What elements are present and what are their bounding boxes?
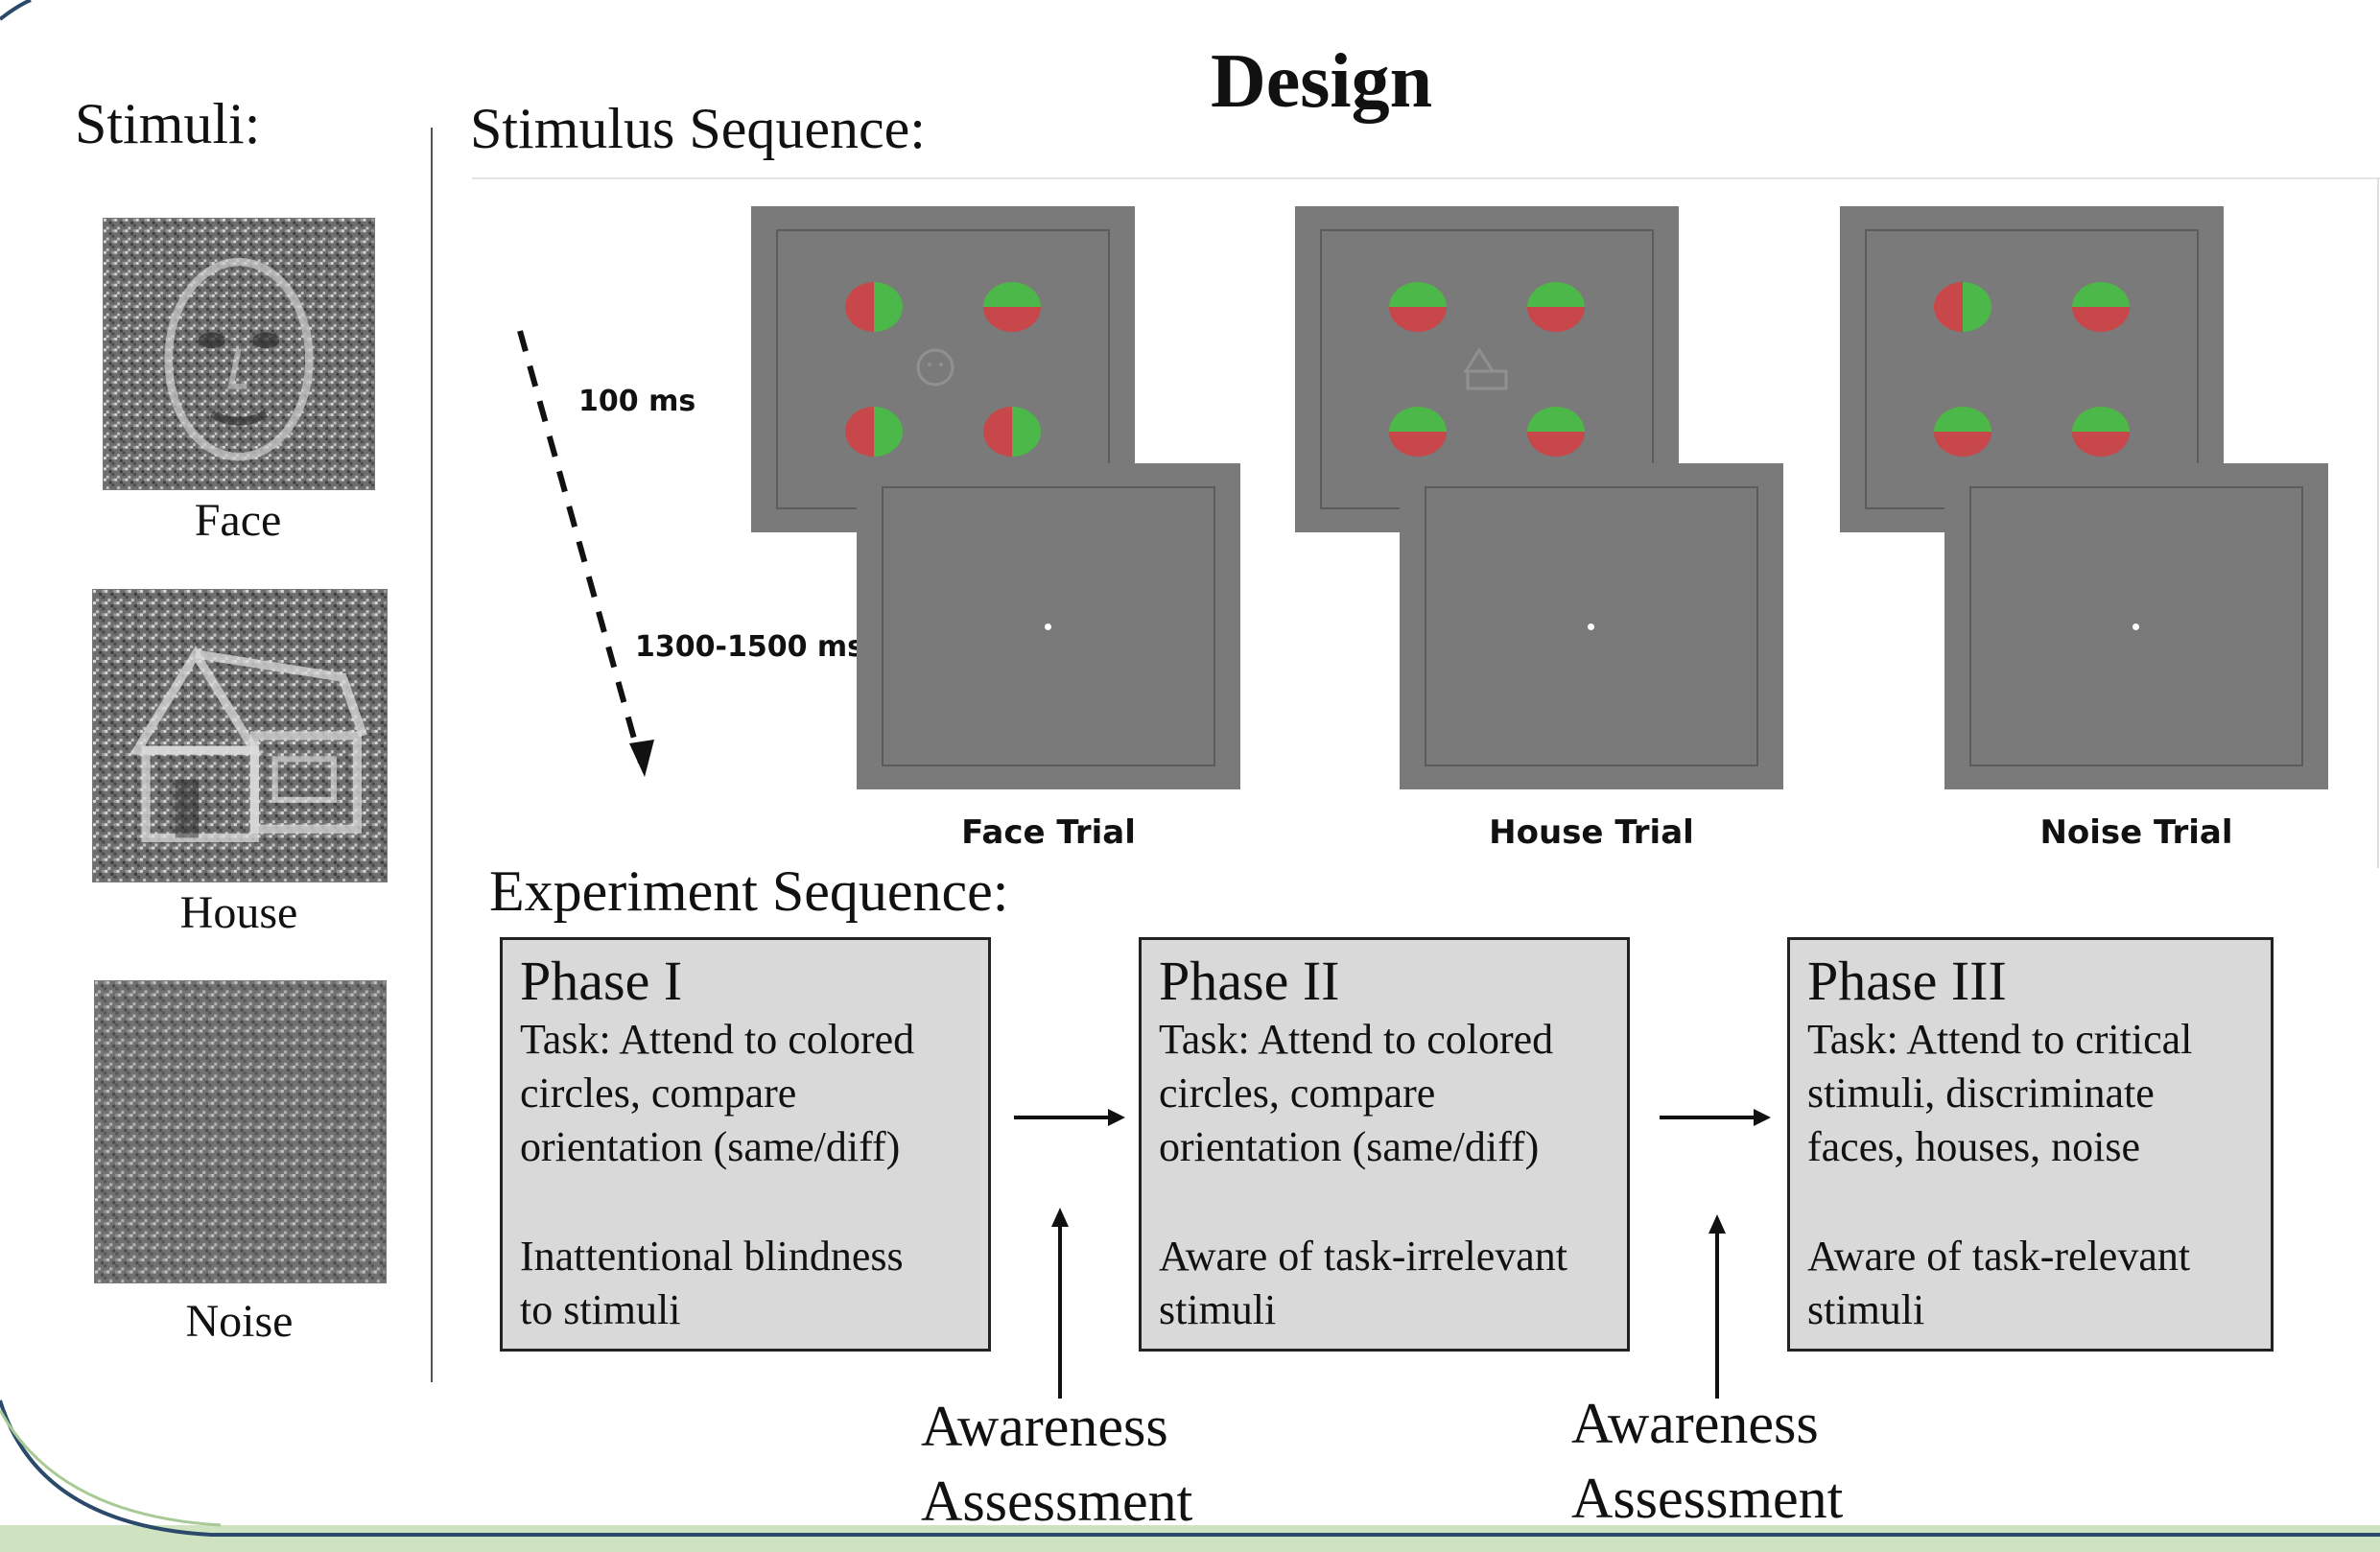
phase-line: Aware of task-irrelevant <box>1159 1233 1567 1280</box>
phase-line: Task: Attend to colored <box>520 1016 915 1063</box>
trial-label: Noise Trial <box>2039 813 2233 852</box>
phase-line <box>520 1174 971 1230</box>
time-arrow-icon <box>517 330 654 777</box>
right-arrow-icon <box>1014 1109 1125 1126</box>
phase-line: stimuli, discriminate <box>1807 1070 2155 1117</box>
orientation-circles-icon <box>845 282 1041 457</box>
assessment-line: Awareness <box>921 1395 1168 1458</box>
stimuli-heading: Stimuli: <box>75 92 261 155</box>
phase-title: Phase III <box>1807 950 2007 1012</box>
right-arrow-icon <box>1660 1109 1771 1126</box>
orientation-circles-icon <box>1389 282 1585 457</box>
phase-line: Aware of task-relevant <box>1807 1233 2191 1280</box>
fixation-dot <box>2133 623 2139 630</box>
phase-title: Phase I <box>520 950 683 1012</box>
phase-line <box>1159 1174 1610 1230</box>
assessment-line: Assessment <box>921 1470 1193 1533</box>
phase-line: Task: Attend to colored <box>1159 1016 1554 1063</box>
phase-line: stimuli <box>1159 1286 1277 1333</box>
awareness-assessment-label: Awareness Assessment <box>921 1389 1192 1539</box>
phase-line: circles, compare <box>520 1070 797 1117</box>
up-arrow-icon <box>1708 1214 1726 1399</box>
fixation-screen <box>1400 463 1783 789</box>
fixation-screen <box>857 463 1240 789</box>
assessment-line: Awareness <box>1571 1392 1819 1455</box>
page-title: Design <box>1211 39 1433 124</box>
column-divider <box>431 128 433 1382</box>
phase-line: stimuli <box>1807 1286 1925 1333</box>
phase-title: Phase II <box>1159 950 1340 1012</box>
fixation-screen <box>1944 463 2328 789</box>
stimulus-caption: Noise <box>185 1296 294 1347</box>
trial-label: House Trial <box>1489 813 1694 852</box>
phase-line <box>1807 1174 2253 1230</box>
stimulus-sequence-heading: Stimulus Sequence: <box>470 97 926 160</box>
assessment-line: Assessment <box>1571 1467 1844 1530</box>
up-arrow-icon <box>1051 1208 1069 1399</box>
timing-label: 1300-1500 ms <box>635 630 865 664</box>
awareness-assessment-label: Awareness Assessment <box>1571 1386 1843 1536</box>
noise-stimulus-image <box>94 980 387 1283</box>
stimulus-caption: Face <box>194 495 282 546</box>
phase-line: orientation (same/diff) <box>520 1123 901 1170</box>
experiment-sequence-heading: Experiment Sequence: <box>489 859 1009 923</box>
timing-label: 100 ms <box>578 385 696 418</box>
trial-label: Face Trial <box>961 813 1136 852</box>
phase-line: Inattentional blindness <box>520 1233 904 1280</box>
phase-line: Task: Attend to critical <box>1807 1016 2193 1063</box>
phase-line: to stimuli <box>520 1286 681 1333</box>
section-divider <box>472 177 2380 179</box>
phase-box: Phase I Task: Attend to colored circles,… <box>500 937 991 1352</box>
face-stimulus-image <box>103 218 375 490</box>
phase-line: faces, houses, noise <box>1807 1123 2141 1170</box>
phase-box: Phase III Task: Attend to critical stimu… <box>1787 937 2274 1352</box>
phase-line: orientation (same/diff) <box>1159 1123 1540 1170</box>
orientation-circles-icon <box>1934 282 2130 457</box>
stimulus-caption: House <box>179 887 298 938</box>
section-divider <box>2377 177 2379 868</box>
phase-box: Phase II Task: Attend to colored circles… <box>1139 937 1630 1352</box>
house-stimulus-image <box>92 589 388 882</box>
fixation-dot <box>1588 623 1594 630</box>
fixation-dot <box>1045 623 1051 630</box>
phase-line: circles, compare <box>1159 1070 1436 1117</box>
